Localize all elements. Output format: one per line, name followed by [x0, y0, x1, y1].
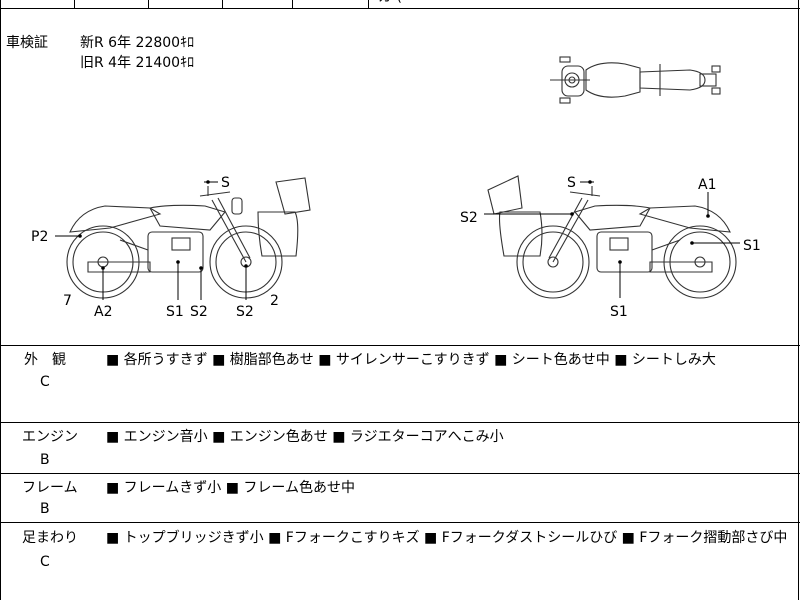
condition-grade-suspension: C — [40, 554, 50, 570]
top-row-cell-border — [292, 0, 293, 9]
left-mark-2: 2 — [270, 293, 279, 309]
section-divider-frame — [0, 473, 800, 474]
motorcycle-top-view — [550, 56, 721, 104]
section-divider-suspension — [0, 522, 800, 523]
right-mark-s-top: S — [567, 175, 576, 191]
left-mark-s2-front: S2 — [236, 304, 254, 320]
condition-grade-engine: B — [40, 452, 50, 468]
right-mark-s1-engine: S1 — [610, 304, 628, 320]
inspection-label: 車検証 — [6, 35, 48, 51]
condition-label-suspension: 足まわり — [22, 530, 78, 546]
condition-label-engine: エンジン — [22, 429, 78, 445]
condition-label-appearance: 外 観 — [24, 352, 66, 368]
top-row-cell-border — [368, 0, 369, 9]
inspection-new: 新R 6年 22800ｷﾛ — [80, 35, 195, 51]
condition-label-frame: フレーム — [22, 480, 78, 496]
left-mark-s2-engine: S2 — [190, 304, 208, 320]
right-mark-s1-rear: S1 — [743, 238, 761, 254]
left-mark-s1: S1 — [166, 304, 184, 320]
section-divider-appearance — [0, 345, 800, 346]
left-mark-7: 7 — [63, 293, 72, 309]
condition-items-engine: ■ エンジン音小 ■ エンジン色あせ ■ ラジエターコアへこみ小 — [106, 429, 504, 445]
left-mark-p2: P2 — [31, 229, 48, 245]
inspection-old: 旧R 4年 21400ｷﾛ — [80, 55, 195, 71]
condition-items-appearance: ■ 各所うすきず ■ 樹脂部色あせ ■ サイレンサーこすりきず ■ シート色あせ… — [106, 352, 716, 368]
condition-grade-appearance: C — [40, 374, 50, 390]
condition-items-suspension: ■ トップブリッジきず小 ■ Fフォークこすりキズ ■ Fフォークダストシールひ… — [106, 530, 788, 546]
motorcycle-damage-diagram: S P2 7 A2 S1 S2 S2 2 S S2 A1 S1 — [31, 56, 761, 320]
right-damage-markers: S S2 A1 S1 S1 — [460, 175, 761, 320]
right-mark-a1: A1 — [698, 177, 716, 193]
motorcycle-left-side-view — [66, 177, 311, 299]
left-damage-markers: S P2 7 A2 S1 S2 S2 2 — [31, 175, 279, 320]
section-divider-engine — [0, 422, 800, 423]
condition-items-frame: ■ フレームきず小 ■ フレーム色あせ中 — [106, 480, 355, 496]
top-row-cell-border — [222, 0, 223, 9]
motorcycle-right-side-view — [487, 175, 737, 299]
top-row-divider — [0, 8, 800, 9]
right-mark-s2: S2 — [460, 210, 478, 226]
top-row-cell-border — [148, 0, 149, 9]
top-row-cell-border — [74, 0, 75, 9]
top-row-cut-text: ガ ( — [378, 0, 402, 6]
left-mark-s-top: S — [221, 175, 230, 191]
condition-grade-frame: B — [40, 501, 50, 517]
left-mark-a2: A2 — [94, 304, 112, 320]
